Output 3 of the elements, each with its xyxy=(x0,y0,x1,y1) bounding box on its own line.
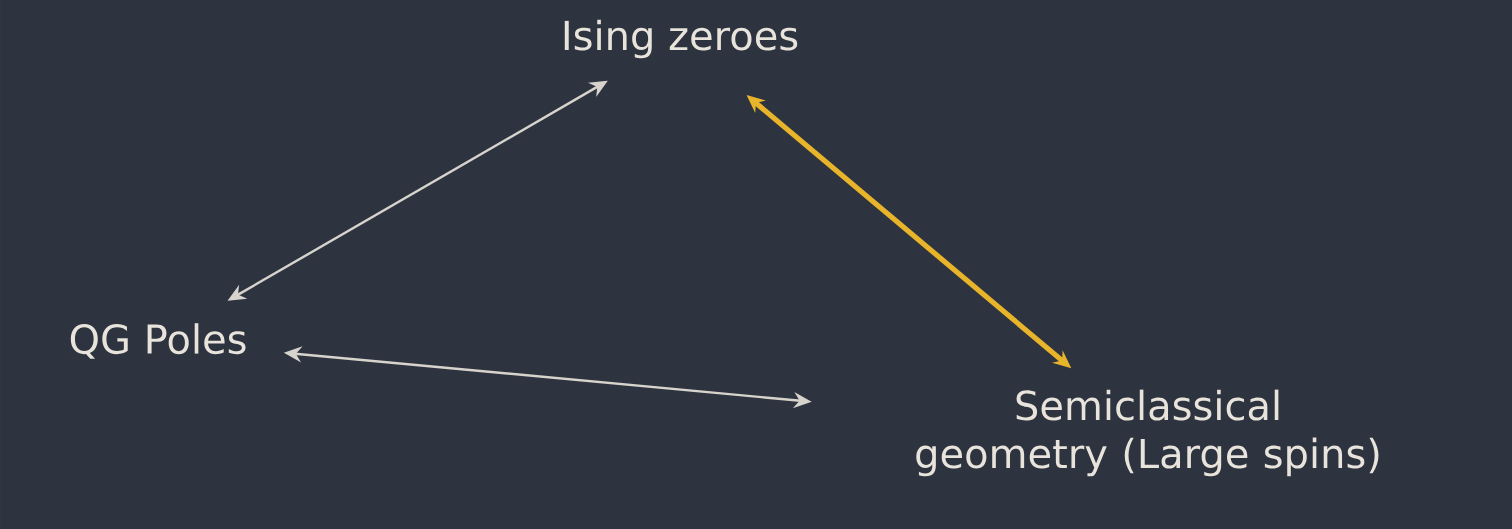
chalk-label: Ising zeroes xyxy=(564,19,798,59)
chalk-label: Semiclassical geometry (Large spins) xyxy=(916,389,1379,477)
chalk-label: QG Poles xyxy=(70,323,246,359)
